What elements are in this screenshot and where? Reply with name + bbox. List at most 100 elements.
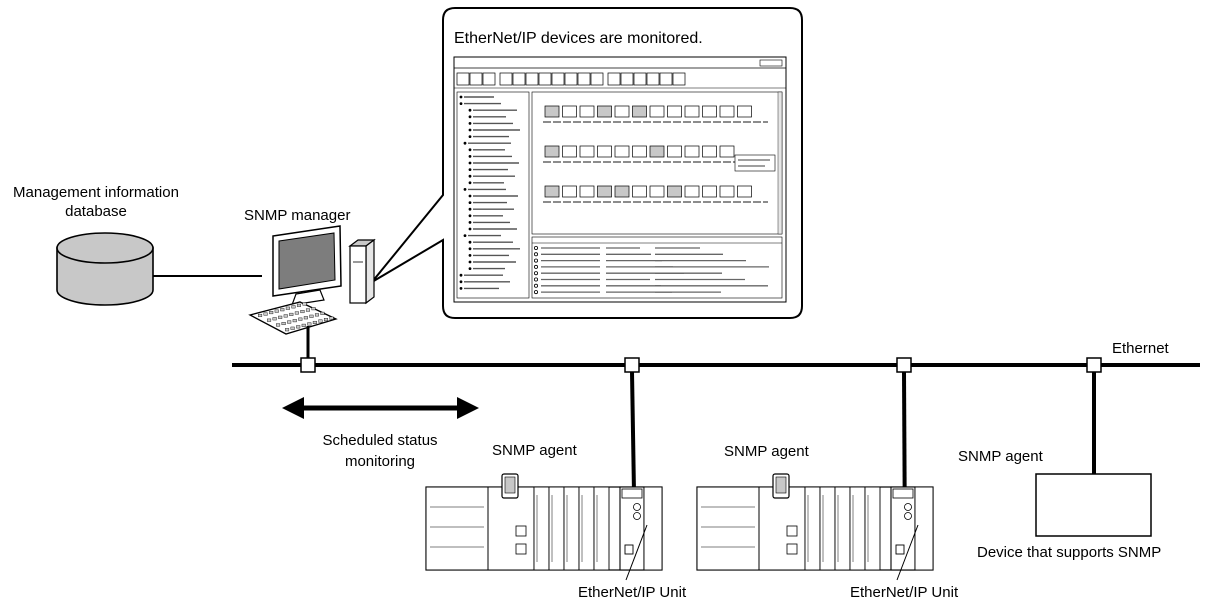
plc-end-cover [914,486,934,571]
keyboard-key [292,319,297,323]
log-status-icon [534,264,539,269]
tree-node-dot [468,168,472,172]
tree-node-dot [468,194,472,198]
database-label-line2: database [65,203,127,220]
toolbar-button [620,72,634,86]
plc-io-slice [834,486,851,571]
map-device-tile [684,145,700,158]
keyboard-key [329,316,334,320]
tree-node-dot [459,280,463,284]
keyboard-key [298,317,303,321]
toolbar-button [499,72,513,86]
map-device-tile [597,105,612,118]
screenshot-log [534,245,769,295]
log-status-icon [534,277,539,282]
snmp-device-label: Device that supports SNMP [977,544,1162,561]
tree-node-dot [459,273,463,277]
unit-2-pointer [896,524,919,581]
map-device-tile [614,185,630,198]
plc-io-slice [533,486,550,571]
map-device-tile [562,105,577,118]
database-cylinder [56,232,154,306]
keyboard-key [314,313,319,317]
tree-node-dot [468,201,472,205]
plc-io-slice [819,486,836,571]
map-device-tile [649,105,665,118]
tree-node-dot [463,234,467,238]
map-device-tile [737,105,752,118]
plc-io-slice [593,486,610,571]
tree-node-dot [459,102,463,105]
toolbar-button [672,72,686,86]
log-status-icon [534,245,539,250]
tree-node-dot [468,267,472,270]
snmp-agent-label-3: SNMP agent [958,448,1043,465]
tree-node-dot [463,141,467,145]
keyboard-key [263,312,268,316]
map-device-tile [702,145,717,158]
plc-port [786,543,798,555]
toolbar-button [659,72,673,86]
log-status-icon [534,290,539,295]
toolbar-button [564,72,578,86]
keyboard-key [290,326,295,330]
keyboard-key [280,308,285,312]
tree-node-dot [468,135,472,139]
map-device-tile [684,185,700,198]
keyboard-key [274,309,279,313]
map-device-tile [737,185,752,198]
map-device-tile [597,185,612,198]
keyboard-key [311,307,316,311]
tree-node-dot [468,161,472,165]
toolbar-button [538,72,552,86]
map-device-tile [684,105,700,118]
map-device-tile [667,145,682,158]
map-device-tile [667,105,682,118]
keyboard-keys [258,302,334,332]
map-device-tile [544,185,560,198]
toolbar-button [607,72,621,86]
map-device-tile [544,145,560,158]
snmp-device-box [1035,473,1152,537]
plc-rack-2 [696,473,934,571]
plc-cpu-unit [758,486,806,571]
plc-rack-1 [425,473,663,571]
screenshot-tree [459,95,520,290]
keyboard-key [294,311,299,315]
keyboard-key [318,319,323,323]
plc-io-slice [578,486,595,571]
plc-io-slice [849,486,866,571]
map-device-tile [702,105,717,118]
toolbar-button [633,72,647,86]
tree-node-dot [468,181,472,185]
ethernetip-unit-label-1: EtherNet/IP Unit [578,584,687,601]
plc-power-unit [696,486,760,571]
unit-1-pointer [625,524,648,581]
ethernetip-unit-switch [904,512,912,520]
map-device-tile [719,185,735,198]
tree-node-dot [468,260,472,264]
map-device-tile [579,145,595,158]
map-device-tile [702,185,717,198]
keyboard-key [283,314,288,318]
keyboard-key [291,305,296,309]
tree-node-dot [463,188,467,191]
ethernetip-unit-switch [904,503,912,511]
tree-node-dot [468,227,472,231]
keyboard-key [287,320,292,324]
keyboard-key [302,302,307,306]
tree-node-dot [468,254,472,257]
map-device-tile [544,105,560,118]
keyboard-key [269,311,274,315]
ethernetip-unit [890,486,916,571]
keyboard-key [285,306,290,310]
keyboard-key [320,311,325,315]
tree-node-dot [468,115,472,119]
map-device-tile [649,145,665,158]
ethernetip-unit-switch [633,512,641,520]
plc-memory-card-label [504,476,516,494]
plc-end-cover [643,486,663,571]
keyboard-key [289,312,294,316]
toolbar-button [551,72,565,86]
